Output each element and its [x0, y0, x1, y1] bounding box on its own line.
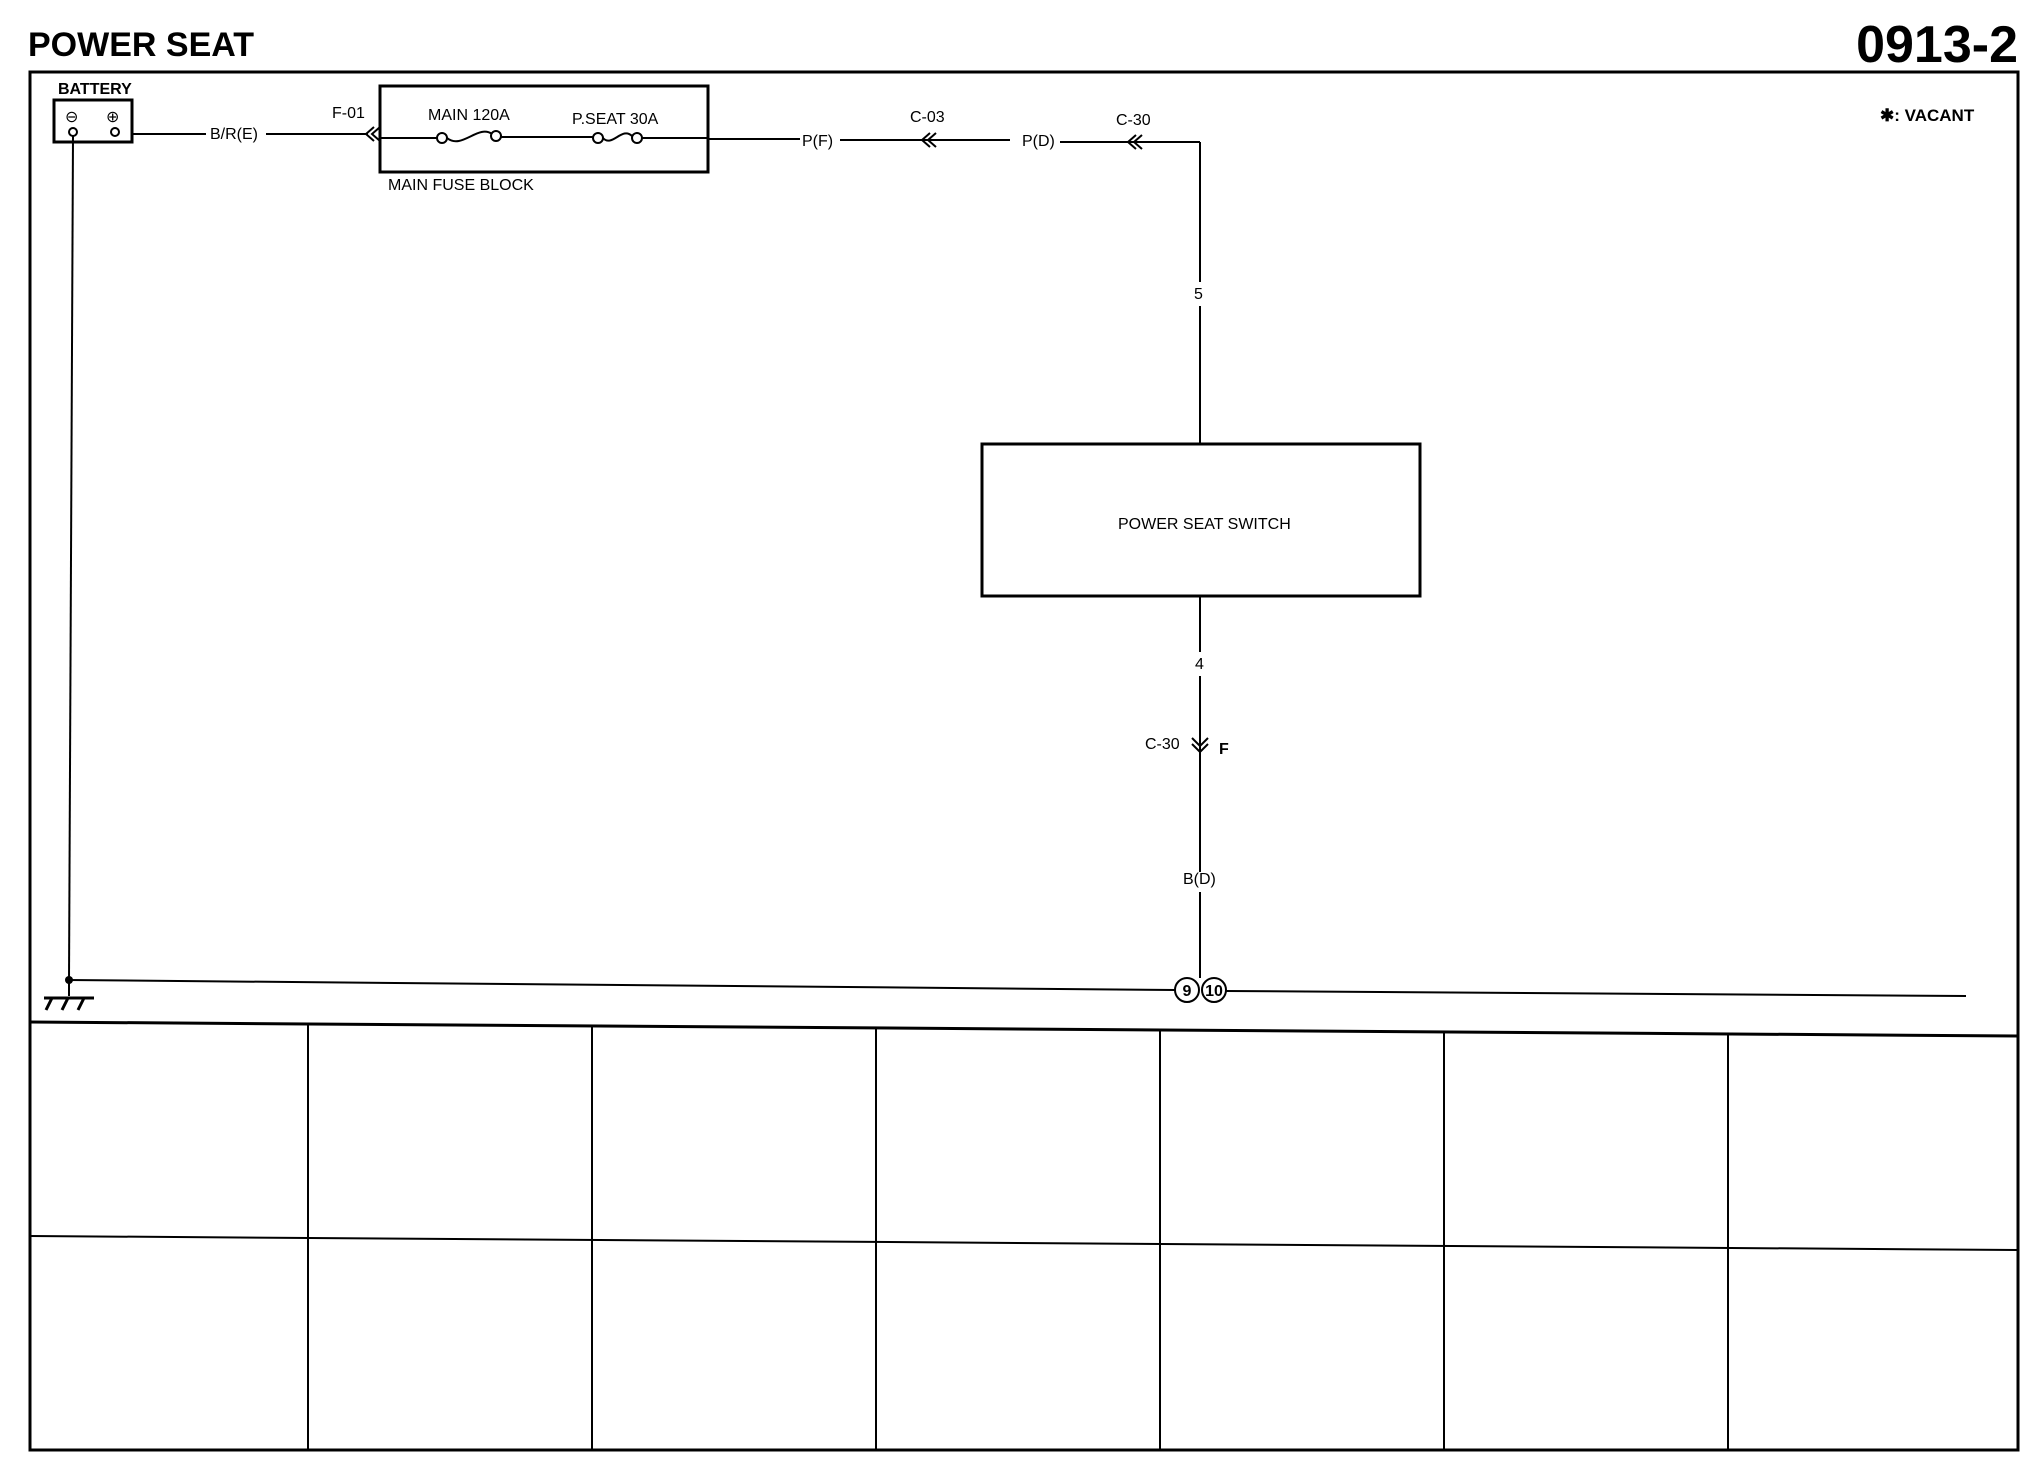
- battery-negative-icon: ⊖: [65, 109, 78, 126]
- connector-label-c30-top: C-30: [1116, 112, 1151, 129]
- connector-c30-bottom-icon: [1191, 737, 1209, 754]
- battery-label: BATTERY: [58, 81, 132, 98]
- switch-pin-top: 5: [1194, 286, 1203, 303]
- fuse-block-label: MAIN FUSE BLOCK: [388, 177, 534, 194]
- main-fuse-label: MAIN 120A: [428, 107, 510, 124]
- connector-f01-icon: [364, 126, 381, 142]
- battery-positive-icon: ⊕: [106, 109, 119, 126]
- ground-bus: [1225, 990, 1967, 997]
- page-code: 0913-2: [1856, 16, 2018, 74]
- main-fuse-block: [378, 84, 710, 174]
- connector-label-f01: F-01: [332, 105, 365, 122]
- connector-label-c30-bottom: C-30: [1145, 736, 1180, 753]
- svg-text:10: 10: [1205, 983, 1223, 1000]
- connector-c03-icon: [920, 132, 937, 148]
- wire-label-ground: B(D): [1183, 871, 1216, 888]
- ground-bus: [67, 979, 1176, 991]
- reference-grid: [29, 1024, 2019, 1450]
- wire-label-battery-out: B/R(E): [210, 126, 258, 143]
- battery-ground-wire: [68, 135, 74, 981]
- diagram-frame: [28, 70, 2020, 1452]
- main-fuse-icon: [436, 130, 502, 144]
- diagram-divider: [29, 1020, 2019, 1038]
- ground-icon: [44, 980, 94, 1011]
- svg-text:9: 9: [1183, 983, 1192, 1000]
- connector-label-c03: C-03: [910, 109, 945, 126]
- switch-pin-bottom: 4: [1195, 656, 1204, 673]
- connector-c30-top-icon: [1126, 134, 1143, 150]
- ground-point-10: 10: [1201, 977, 1227, 1003]
- wire-label-fuse-out: P(F): [802, 133, 833, 150]
- seat-fuse-icon: [592, 132, 643, 144]
- grid-row-line: [29, 1235, 2019, 1251]
- wire-label-mid: P(D): [1022, 133, 1055, 150]
- switch-label: POWER SEAT SWITCH: [1118, 516, 1291, 533]
- ground-point-9: 9: [1174, 977, 1200, 1003]
- battery-icon: ⊖ ⊕: [52, 98, 134, 144]
- page-title: POWER SEAT: [28, 26, 254, 64]
- seat-fuse-label: P.SEAT 30A: [572, 111, 659, 128]
- connector-c30-bottom-suffix: F: [1219, 741, 1229, 758]
- vacant-legend: ✱: VACANT: [1880, 106, 1975, 125]
